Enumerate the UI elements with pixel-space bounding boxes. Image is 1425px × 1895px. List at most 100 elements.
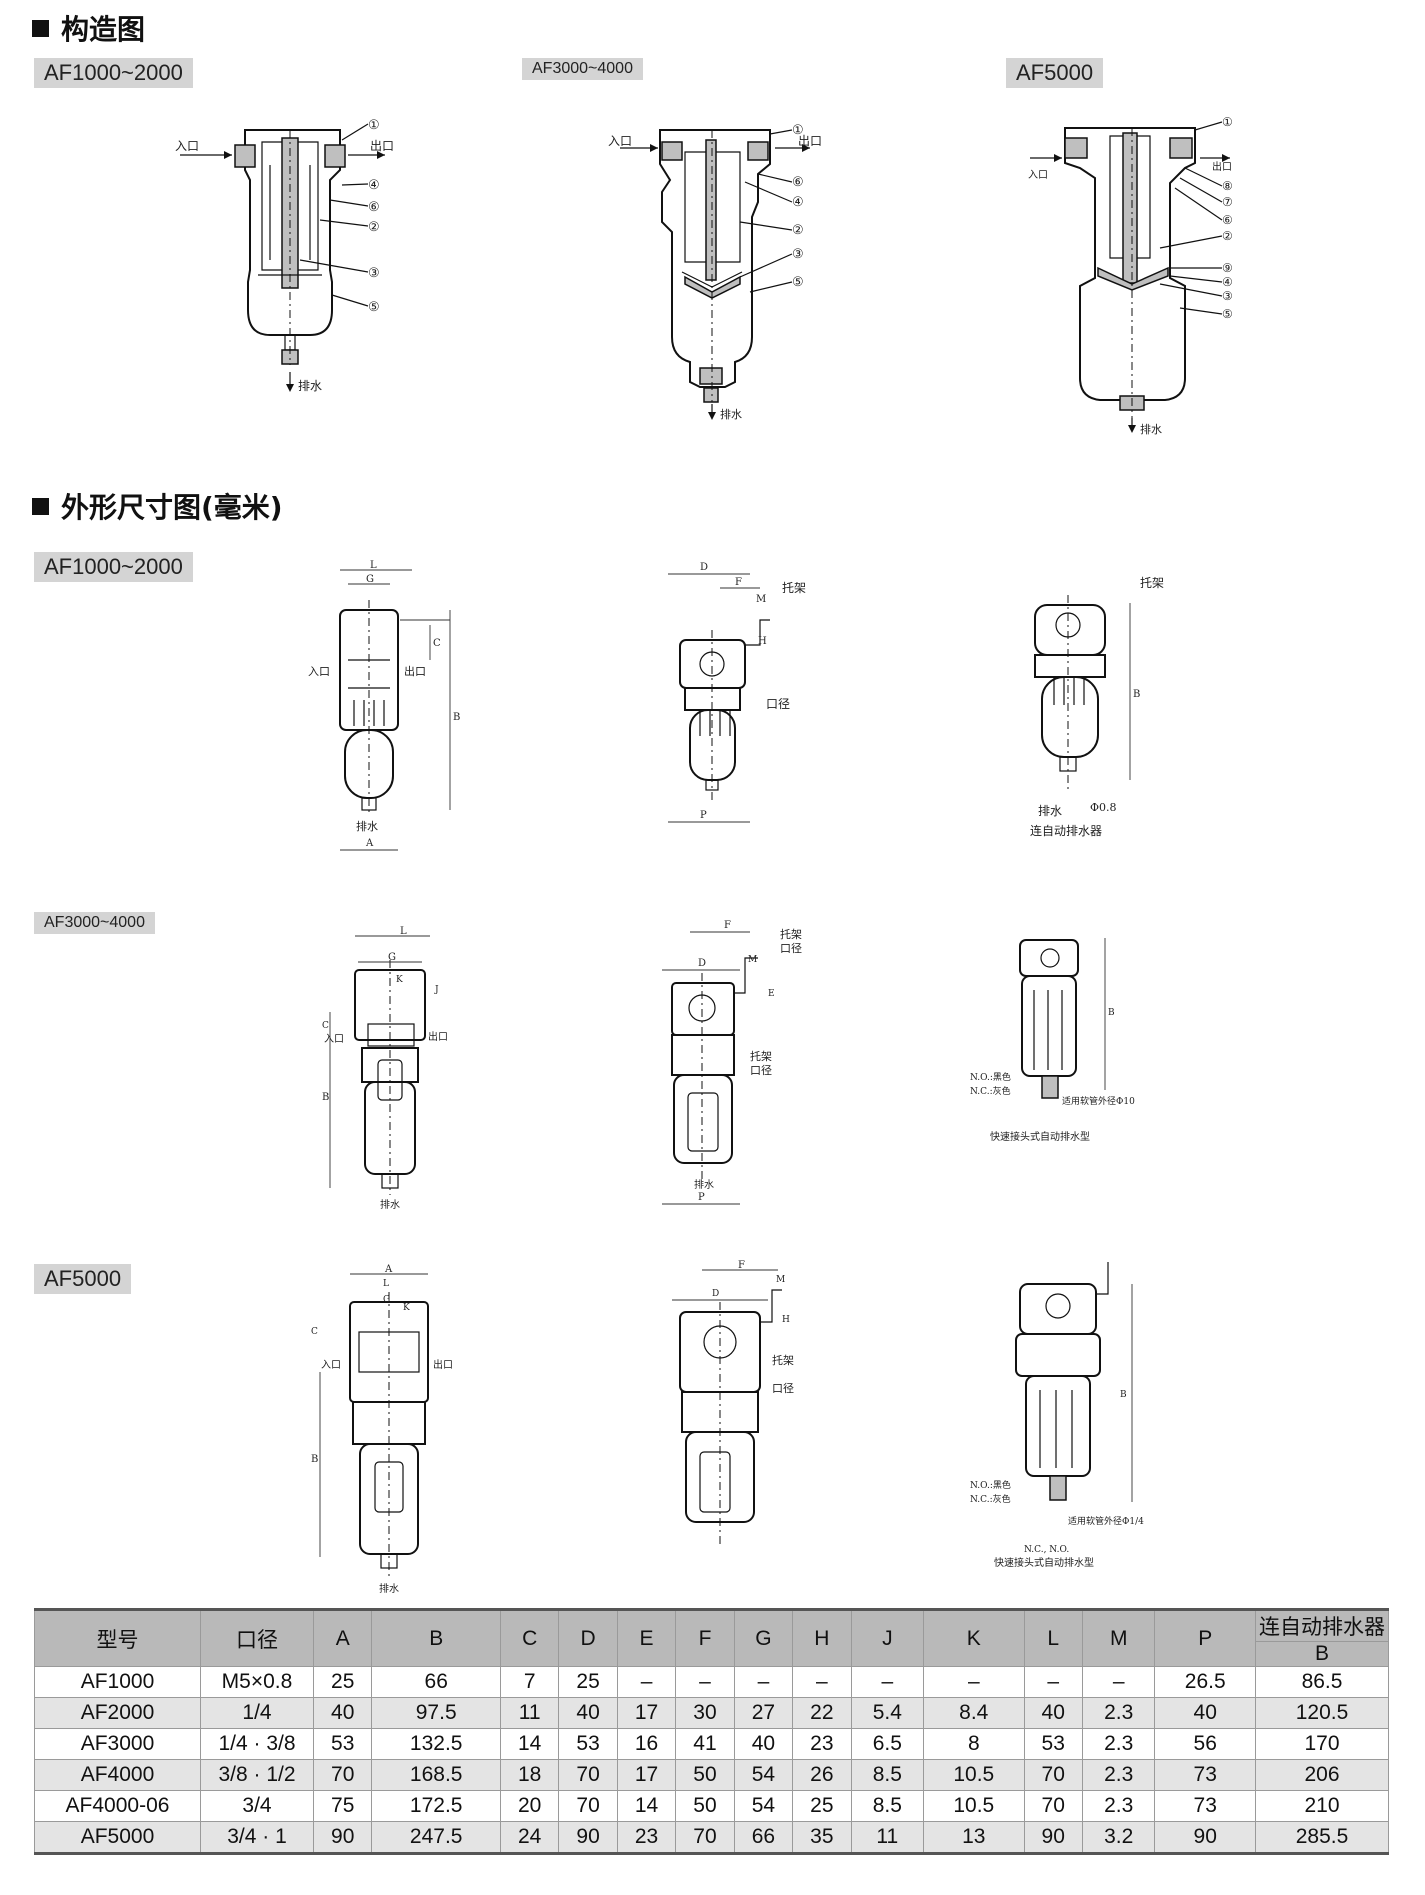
table-cell: –	[923, 1666, 1025, 1698]
bracket-label: 托架	[1140, 576, 1164, 590]
outlet-label: 出口	[404, 664, 426, 678]
table-cell: 22	[792, 1697, 852, 1729]
table-cell: 132.5	[371, 1728, 501, 1760]
table-cell: –	[733, 1666, 794, 1698]
callout: ④	[1222, 275, 1233, 289]
table-cell: 18	[499, 1759, 560, 1791]
structure-diagram-af1000: 入口 出口 排水 ① ④ ⑥ ② ③ ⑤	[175, 118, 394, 393]
dim-P: P	[700, 810, 707, 821]
callout: ⑥	[792, 175, 804, 190]
table-cell: 66	[371, 1666, 501, 1698]
table-cell: 90	[1154, 1821, 1256, 1854]
table-cell: 206	[1255, 1759, 1389, 1791]
table-cell: –	[850, 1666, 925, 1698]
table-cell: AF4000	[34, 1759, 201, 1791]
header-port: 口径	[200, 1609, 314, 1667]
dim-J: J	[434, 985, 439, 995]
callout: ②	[792, 223, 804, 238]
tag-af1000-structure: AF1000~2000	[34, 58, 193, 88]
dim-B: B	[1120, 1390, 1127, 1400]
dim-E: E	[768, 989, 775, 999]
port-label: 口径	[772, 1382, 794, 1395]
header-K: K	[923, 1609, 1025, 1667]
table-cell: 90	[1023, 1821, 1083, 1854]
table-cell: 8.5	[850, 1759, 925, 1791]
table-cell: 2.3	[1081, 1697, 1156, 1729]
table-cell: 247.5	[371, 1821, 501, 1854]
table-cell: 13	[923, 1821, 1025, 1854]
dim-L: L	[383, 1279, 389, 1289]
no-black-label: N.O.:黑色	[970, 1071, 1011, 1083]
dim-B: B	[1108, 1008, 1115, 1018]
dim-L: L	[400, 926, 407, 937]
structure-diagram-af5000: 出口 入口 排水 ① ⑧ ⑦ ⑥ ② ⑨ ④ ③ ⑤	[1028, 115, 1233, 436]
outlet-label: 出口	[428, 1030, 448, 1043]
inlet-label: 入口	[1028, 170, 1048, 181]
table-cell: 8.4	[923, 1697, 1025, 1729]
dim-A: A	[365, 838, 374, 849]
callout: ①	[1222, 115, 1233, 129]
dim-F: F	[735, 577, 742, 588]
dim-quick-drain-af5000: B N.O.:黑色 N.C.:灰色 适用软管外径Φ1/4 N.C., N.O. …	[970, 1262, 1144, 1569]
drain-label: 排水	[1038, 804, 1062, 818]
header-model: 型号	[34, 1609, 201, 1667]
header-P: P	[1154, 1609, 1256, 1667]
table-cell: 26.5	[1154, 1666, 1256, 1698]
callout: ①	[792, 123, 804, 138]
dim-M: M	[756, 594, 766, 605]
table-cell: AF5000	[34, 1821, 201, 1854]
port-label: 口径	[766, 697, 790, 711]
structure-diagram-af3000: 入口 出口 排水 ① ⑥ ④ ② ③ ⑤	[608, 123, 822, 421]
table-cell: 53	[558, 1728, 618, 1760]
dim-side-af1000: D F M H P 托架 口径	[668, 562, 806, 823]
tag-af3000-dimensions: AF3000~4000	[34, 912, 155, 934]
header-G: G	[733, 1609, 794, 1667]
table-cell: AF3000	[34, 1728, 201, 1760]
dim-auto-drain-af1000: B 托架 Φ0.8 排水 连自动排水器	[1030, 576, 1164, 838]
callout: ⑨	[1222, 261, 1233, 275]
dimensions-title-text: 外形尺寸图(毫米)	[61, 491, 283, 524]
dim-M: M	[776, 1275, 785, 1285]
dim-L: L	[370, 560, 377, 571]
dim-G: G	[388, 952, 396, 963]
header-F: F	[675, 1609, 735, 1667]
table-cell: 54	[733, 1790, 794, 1822]
dim-C: C	[322, 1021, 329, 1031]
square-bullet-icon	[32, 497, 49, 515]
drain-label: 排水	[720, 407, 742, 421]
callout: ①	[368, 118, 380, 133]
table-cell: 3.2	[1081, 1821, 1156, 1854]
inlet-label: 入口	[608, 134, 632, 148]
dim-B: B	[322, 1092, 329, 1103]
table-cell: 285.5	[1255, 1821, 1389, 1854]
table-cell: 56	[1154, 1728, 1256, 1760]
callout: ⑥	[1222, 213, 1233, 227]
bracket-label: 托架	[750, 1049, 772, 1063]
table-cell: 35	[792, 1821, 852, 1854]
dim-C: C	[311, 1327, 318, 1337]
table-cell: 66	[733, 1821, 794, 1854]
table-cell: 40	[733, 1728, 794, 1760]
table-cell: 17	[616, 1697, 677, 1729]
tag-af5000-dimensions: AF5000	[34, 1264, 132, 1294]
spec-table-head: 型号 口径 A B C D E F G H J K L M P 连自动排水器 B	[34, 1609, 1389, 1667]
dim-C: C	[433, 638, 441, 649]
table-cell: 1/4	[200, 1697, 314, 1729]
dim-D: D	[712, 1289, 719, 1299]
table-cell: 70	[312, 1759, 373, 1791]
header-H: H	[792, 1609, 852, 1667]
table-cell: 27	[733, 1697, 794, 1729]
table-cell: 14	[616, 1790, 677, 1822]
dim-B: B	[1133, 689, 1140, 700]
table-cell: 70	[675, 1821, 735, 1854]
table-cell: 23	[616, 1821, 677, 1854]
table-cell: 10.5	[923, 1790, 1025, 1822]
inlet-label: 入口	[175, 139, 199, 153]
dim-quick-drain-af3000: B N.O.:黑色 N.C.:灰色 适用软管外径Φ10 快速接头式自动排水型	[970, 938, 1135, 1143]
table-cell: 26	[792, 1759, 852, 1791]
table-cell: 53	[312, 1728, 373, 1760]
drain-label: 排水	[379, 1582, 399, 1595]
